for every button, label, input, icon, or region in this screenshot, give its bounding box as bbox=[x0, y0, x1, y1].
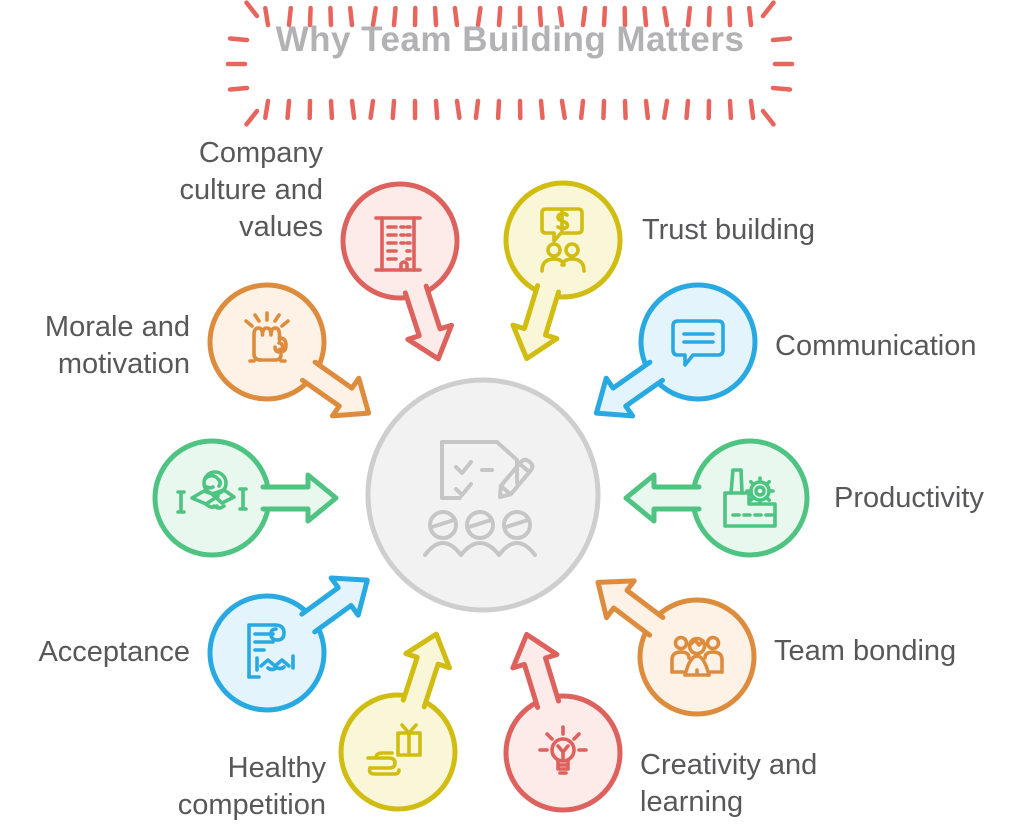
acceptance-arrow bbox=[299, 575, 370, 635]
communication-arrow bbox=[593, 359, 665, 419]
trust-building-node bbox=[503, 180, 623, 362]
label-company-culture: Company culture and values bbox=[179, 137, 324, 243]
collaboration-node bbox=[152, 438, 339, 558]
morale-motivation-node bbox=[207, 282, 372, 419]
communication-node bbox=[593, 282, 758, 419]
trust-building-circle bbox=[503, 180, 623, 300]
label-communication: Communication bbox=[775, 330, 977, 362]
company-culture-node bbox=[340, 181, 460, 362]
label-creativity-learning: Creativity and learning bbox=[640, 749, 818, 818]
title-burst-border bbox=[225, 0, 795, 127]
company-culture-arrow bbox=[402, 283, 454, 362]
healthy-competition-arrow bbox=[400, 631, 452, 710]
center-node bbox=[365, 377, 601, 613]
productivity-node bbox=[623, 438, 810, 558]
label-healthy-competition: Healthy competition bbox=[177, 752, 326, 821]
collaboration-arrow bbox=[260, 472, 339, 524]
label-acceptance: Acceptance bbox=[38, 636, 190, 668]
center-circle bbox=[365, 377, 601, 613]
label-productivity: Productivity bbox=[834, 482, 984, 514]
team-bonding-arrow bbox=[595, 578, 666, 638]
label-morale-motivation: Morale and motivation bbox=[44, 311, 190, 380]
creativity-learning-arrow bbox=[510, 631, 562, 710]
healthy-competition-node bbox=[338, 631, 458, 812]
company-culture-circle bbox=[340, 181, 460, 301]
label-trust-building: Trust building bbox=[642, 214, 816, 246]
acceptance-circle bbox=[207, 593, 327, 713]
page-title: Why Team Building Matters bbox=[275, 20, 745, 59]
productivity-arrow bbox=[623, 472, 702, 524]
trust-building-arrow bbox=[510, 283, 562, 362]
morale-motivation-arrow bbox=[300, 359, 372, 419]
label-team-bonding: Team bonding bbox=[774, 635, 957, 667]
creativity-learning-node bbox=[503, 631, 623, 813]
morale-motivation-circle bbox=[207, 282, 327, 402]
team-bonding-node bbox=[595, 578, 757, 717]
acceptance-node bbox=[207, 575, 370, 713]
